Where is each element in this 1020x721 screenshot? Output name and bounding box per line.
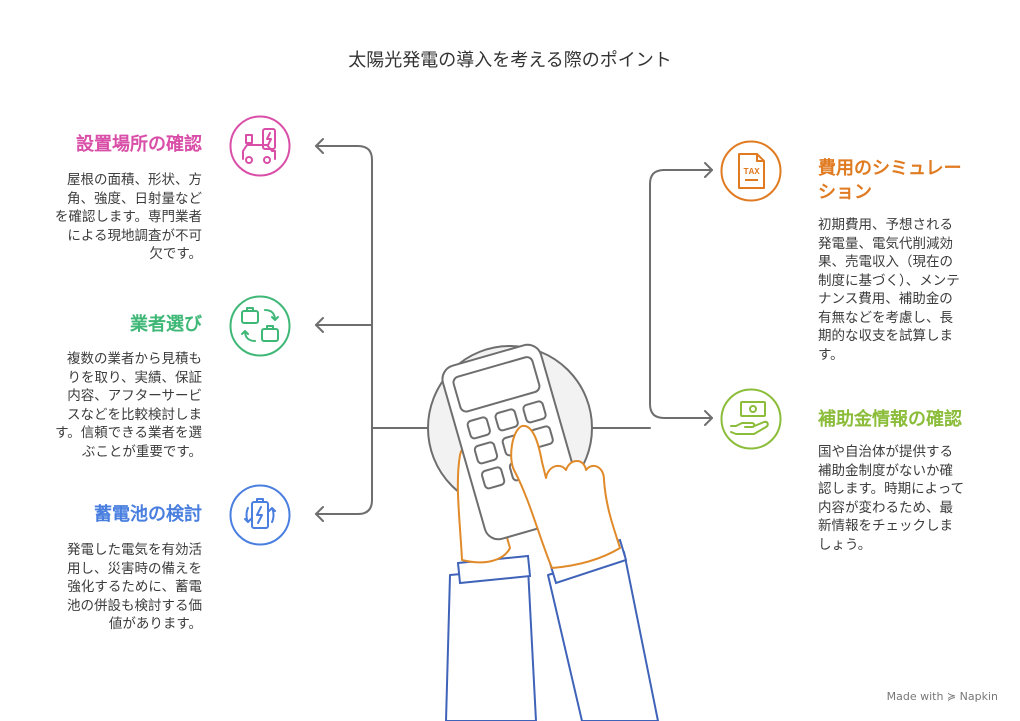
text-line: 初期費用、予想される xyxy=(818,217,953,233)
tax-document-icon: TAX xyxy=(720,140,782,202)
text-line: 果、売電収入（現在の xyxy=(818,254,953,270)
money-hand-icon xyxy=(720,388,782,450)
item-title-cost-simulation: 費用のシミュレー ション xyxy=(818,157,1008,205)
text-line: しょう。 xyxy=(818,536,872,553)
text-line: 値があります。 xyxy=(108,616,202,632)
title-line: 費用のシミュレー xyxy=(818,158,962,179)
briefcase-exchange-icon xyxy=(229,295,291,357)
item-body-subsidy: 国や自治体が提供する 補助金制度がないか確 認します。時期によって 内容が変わる… xyxy=(818,443,1008,554)
text-line: す。 xyxy=(818,346,844,363)
tax-label: TAX xyxy=(743,167,760,177)
solar-car-charger-icon xyxy=(229,115,291,177)
item-body-site-check: 屋根の面積、形状、方 角、強度、日射量など を確認します。専門業者 による現地調… xyxy=(12,171,202,264)
text-line: 認します。時期によって xyxy=(818,481,965,497)
text-line: 発電した電気を有効活 xyxy=(67,542,202,558)
text-line: す。信頼できる業者を選 xyxy=(55,425,202,441)
text-line: 内容が変わるため、最 xyxy=(818,499,953,516)
text-line: 制度に基づく）、メンテ xyxy=(818,272,960,289)
item-body-vendor-selection: 複数の業者から見積も りを取り、実績、保証 内容、アフターサービ スなどを比較検… xyxy=(12,350,202,461)
text-line: 新情報をチェックしま xyxy=(818,518,953,534)
text-line: 屋根の面積、形状、方 xyxy=(67,172,202,188)
item-body-battery: 発電した電気を有効活 用し、災害時の備えを 強化するために、蓄電 池の併設も検討… xyxy=(12,541,202,634)
item-title-battery: 蓄電池の検討 xyxy=(94,504,202,525)
item-body-cost-simulation: 初期費用、予想される 発電量、電気代削減効 果、売電収入（現在の 制度に基づく）… xyxy=(818,216,1008,364)
item-title-subsidy: 補助金情報の確認 xyxy=(818,409,962,430)
text-line: を確認します。専門業者 xyxy=(54,209,202,225)
text-line: ぶことが重要です。 xyxy=(81,443,202,460)
text-line: 池の併設も検討する価 xyxy=(67,597,202,614)
text-line: ナンス費用、補助金の xyxy=(818,291,953,307)
item-title-site-check: 設置場所の確認 xyxy=(76,134,202,155)
battery-recycle-icon xyxy=(229,484,291,546)
page-title: 太陽光発電の導入を考える際のポイント xyxy=(348,50,672,71)
hands-calculator-icon xyxy=(427,343,659,721)
text-line: 期的な収支を試算しま xyxy=(818,328,953,344)
text-line: 内容、アフターサービ xyxy=(67,388,202,404)
text-line: 複数の業者から見積も xyxy=(67,351,202,367)
text-line: 用し、災害時の備えを xyxy=(67,560,202,577)
title-line: ション xyxy=(818,182,872,203)
text-line: による現地調査が不可 xyxy=(67,227,202,244)
text-line: りを取り、実績、保証 xyxy=(67,369,202,386)
text-line: 角、強度、日射量など xyxy=(67,190,202,207)
text-line: 強化するために、蓄電 xyxy=(67,579,202,595)
text-line: スなどを比較検討しま xyxy=(67,406,202,423)
item-title-vendor-selection: 業者選び xyxy=(130,314,202,335)
text-line: 国や自治体が提供する xyxy=(818,444,953,460)
text-line: 有無などを考慮し、長 xyxy=(818,309,953,326)
napkin-credit[interactable]: Made with ≽ Napkin xyxy=(886,690,998,703)
text-line: 欠です。 xyxy=(149,246,202,262)
text-line: 発電量、電気代削減効 xyxy=(818,235,953,252)
text-line: 補助金制度がないか確 xyxy=(818,462,953,479)
